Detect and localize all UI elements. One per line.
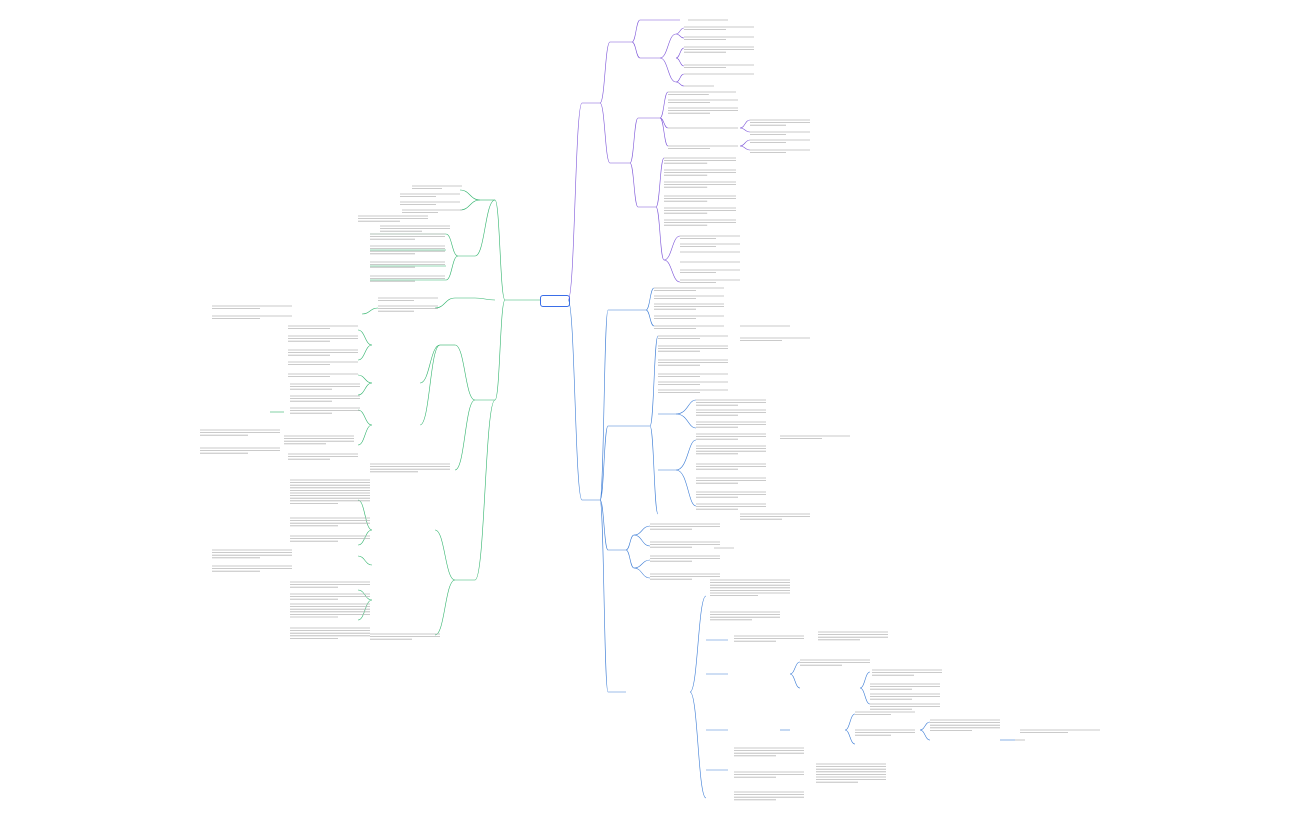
connector xyxy=(567,299,583,501)
connector xyxy=(689,595,707,693)
connector xyxy=(675,47,685,59)
connector xyxy=(659,117,669,147)
connector xyxy=(859,687,871,705)
connector xyxy=(357,529,373,546)
connector xyxy=(361,307,379,315)
connector xyxy=(419,344,441,426)
connector xyxy=(599,309,609,501)
connector xyxy=(357,409,373,426)
connector xyxy=(675,33,685,39)
connector xyxy=(625,534,635,551)
connector xyxy=(599,499,609,693)
connector xyxy=(357,382,373,396)
branch-right-lower xyxy=(567,287,1015,799)
connector xyxy=(844,713,856,731)
connector xyxy=(445,233,459,257)
connector xyxy=(919,721,931,731)
connector xyxy=(631,41,641,59)
branch-right-upper xyxy=(567,19,751,301)
connector xyxy=(689,691,707,799)
connector xyxy=(739,127,751,133)
connector xyxy=(629,162,639,208)
connector xyxy=(357,499,373,531)
connector xyxy=(919,729,931,741)
connector xyxy=(659,57,677,83)
connector xyxy=(789,673,801,689)
connector xyxy=(675,399,697,415)
connector xyxy=(739,145,751,151)
connector xyxy=(629,117,639,164)
connector xyxy=(789,661,801,675)
connector xyxy=(474,199,496,257)
connector xyxy=(459,189,481,201)
connector xyxy=(599,499,609,551)
branch-left xyxy=(270,189,540,636)
connector xyxy=(675,413,697,429)
connector xyxy=(739,119,751,129)
connector xyxy=(357,555,373,566)
connector xyxy=(357,589,373,601)
connector xyxy=(474,399,496,581)
connector xyxy=(675,27,685,35)
connector xyxy=(357,344,373,361)
connector xyxy=(631,19,641,43)
connector xyxy=(357,424,373,446)
connector xyxy=(675,439,697,471)
connector xyxy=(494,299,506,401)
connector xyxy=(454,399,476,471)
connector xyxy=(434,529,456,581)
connector xyxy=(357,599,373,621)
node-text-lines xyxy=(200,19,1100,801)
connector xyxy=(445,255,459,281)
connector xyxy=(675,57,685,67)
connector xyxy=(567,102,583,301)
connector xyxy=(659,91,669,119)
connector xyxy=(625,549,635,569)
connector xyxy=(655,157,665,208)
connector xyxy=(633,567,651,579)
connector xyxy=(663,259,681,283)
connector xyxy=(844,729,856,745)
connector xyxy=(474,297,496,301)
connector xyxy=(494,199,506,301)
connector xyxy=(599,41,611,104)
mindmap-root-node[interactable] xyxy=(540,295,570,307)
connector xyxy=(739,139,751,147)
connector xyxy=(655,206,665,261)
connector xyxy=(675,469,697,507)
connector xyxy=(599,425,609,501)
connector xyxy=(859,671,871,689)
connector xyxy=(645,309,655,327)
connector xyxy=(434,297,456,309)
connector xyxy=(599,102,611,164)
connector xyxy=(419,344,441,384)
connector xyxy=(675,81,685,87)
connector xyxy=(663,235,681,261)
connector xyxy=(659,33,677,59)
connector xyxy=(649,335,659,427)
connector xyxy=(675,73,685,83)
connector xyxy=(649,425,659,515)
connector xyxy=(434,579,456,636)
connector xyxy=(357,374,373,384)
connector xyxy=(454,344,476,401)
connector xyxy=(633,559,651,569)
connector xyxy=(459,199,481,211)
connector xyxy=(645,287,655,311)
connector xyxy=(633,534,651,547)
connector xyxy=(633,525,651,536)
connector xyxy=(357,329,373,346)
